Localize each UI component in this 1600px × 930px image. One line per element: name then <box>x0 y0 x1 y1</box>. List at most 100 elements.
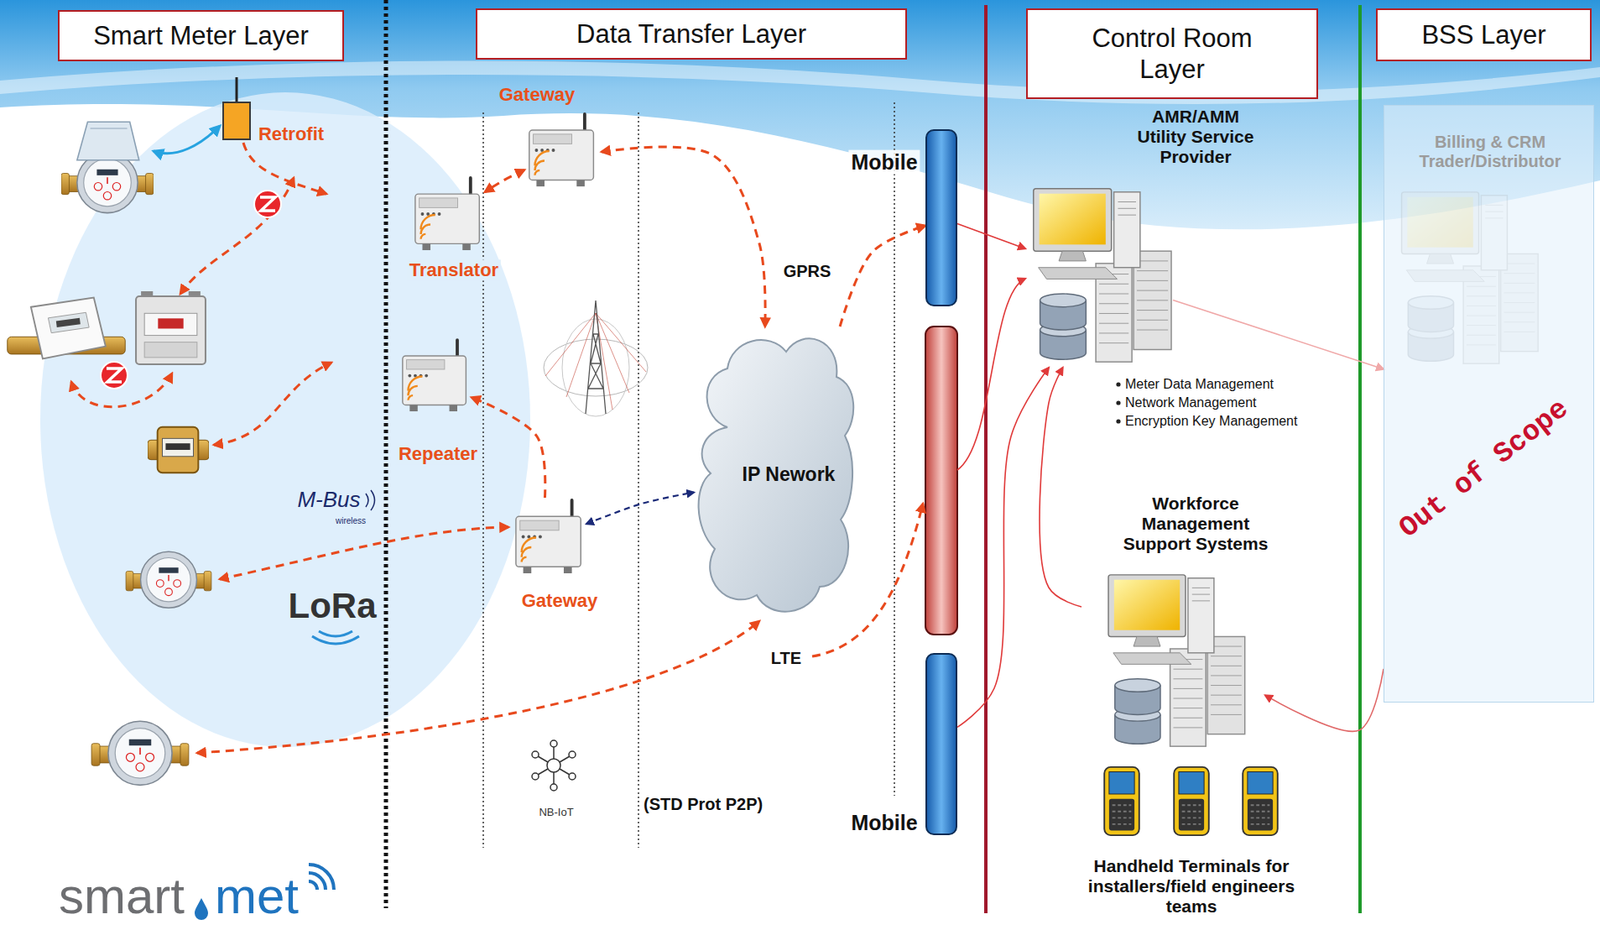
layer-divider <box>893 102 896 796</box>
cell-tower <box>543 338 648 397</box>
device-picture <box>415 177 480 251</box>
bullet-item: Meter Data Management <box>1125 376 1274 392</box>
logo-graphic <box>194 897 209 920</box>
nb-iot-icon <box>568 772 576 780</box>
layer-divider <box>384 0 389 908</box>
bullet-item: Encryption Key Management <box>1125 413 1298 429</box>
handheld-terminal <box>1242 766 1278 835</box>
nb-iot-icon <box>531 750 539 758</box>
device-label: Gateway <box>521 589 599 611</box>
link-label: LTE <box>768 648 804 668</box>
link-label: GPRS <box>781 261 834 282</box>
system-title: Handheld Terminals for installers/field … <box>1073 855 1309 917</box>
radio-link <box>71 125 1026 753</box>
meter-picture <box>91 720 189 785</box>
nb-iot-icon <box>547 758 561 772</box>
device-picture <box>515 500 581 574</box>
zigbee-logo <box>100 190 282 389</box>
bullet-dot <box>1115 381 1121 386</box>
ip-cloud: IP Nework <box>693 326 857 623</box>
panel-title: Billing & CRM Trader/Distributor <box>1406 132 1574 172</box>
connector <box>471 396 546 498</box>
connector <box>1172 299 1384 369</box>
zigbee-logo <box>254 190 282 218</box>
layer-title: Control Room Layer <box>1082 22 1263 85</box>
computer-picture <box>1033 188 1172 362</box>
zigbee-logo <box>100 361 128 389</box>
cloud-outline <box>698 338 855 611</box>
nb-iot-icon <box>537 746 570 784</box>
connector <box>839 225 926 327</box>
layer-title: Data Transfer Layer <box>576 18 807 50</box>
system-title: AMR/AMM Utility Service Provider <box>1130 106 1262 167</box>
protocol-note: (STD Prot P2P) <box>641 794 766 814</box>
retrofit-module: Retrofit <box>222 101 251 141</box>
meter-picture <box>7 297 126 359</box>
radio-link <box>219 526 509 579</box>
zigbee-logo <box>106 368 122 382</box>
device-picture <box>402 114 595 574</box>
logo-graphic <box>308 864 334 890</box>
zigbee-logo <box>100 361 128 389</box>
logo-graphic <box>312 630 360 644</box>
bullet-dot <box>1115 381 1121 423</box>
layer-divider <box>637 112 640 848</box>
layer-title: Smart Meter Layer <box>93 20 309 52</box>
logo-text: M-Bus <box>297 487 360 513</box>
zigbee-logo <box>254 190 282 218</box>
bar-label: Mobile <box>848 150 920 175</box>
radio-link <box>153 125 220 154</box>
radio-bar <box>925 326 958 635</box>
cell-tower <box>543 300 648 417</box>
system-title: Workforce Management Support Systems <box>1115 493 1276 554</box>
radio-link <box>213 362 332 445</box>
connector <box>601 146 766 327</box>
cloud-label: IP Nework <box>742 463 836 485</box>
server-system: Workforce Management Support Systems <box>1081 571 1266 751</box>
meter-picture <box>61 121 154 213</box>
device-label: Repeater <box>396 442 480 464</box>
nb-iot-icon <box>568 750 576 758</box>
zigbee-logo <box>260 197 276 211</box>
repeater-device: Repeater <box>400 331 472 421</box>
meter-picture <box>147 427 209 474</box>
retrofit-antenna <box>235 77 239 102</box>
server-system: AMR/AMM Utility Service ProviderMeter Da… <box>1025 183 1173 368</box>
meter-picture <box>125 551 212 608</box>
bullet-dot <box>1115 400 1121 405</box>
radio-link <box>957 278 1026 470</box>
logo-graphic <box>194 489 376 920</box>
bar-label: Mobile <box>848 810 920 835</box>
layer-divider <box>385 0 1361 913</box>
computer-picture <box>1108 574 1246 746</box>
radio-link <box>180 177 294 294</box>
device-label: Gateway <box>499 83 576 105</box>
brand-logo: smart <box>58 870 185 922</box>
mobile-bar: Mobile <box>925 652 958 835</box>
device-picture <box>529 114 595 187</box>
radio-link <box>243 142 327 194</box>
logo-graphic <box>365 489 376 511</box>
meter-picture <box>135 291 206 365</box>
bullet-dot <box>1115 418 1121 423</box>
connector <box>957 367 1049 727</box>
layer-header: Control Room Layer <box>1026 8 1319 100</box>
radio-link <box>197 620 760 753</box>
layer-divider <box>1358 5 1362 913</box>
icon-caption: NB-IoT <box>538 806 574 819</box>
handheld-terminal <box>1104 766 1140 835</box>
nb-iot-icon <box>550 740 558 747</box>
layer-title: BSS Layer <box>1421 19 1546 51</box>
cell-tower <box>585 300 606 414</box>
connector <box>1265 668 1384 731</box>
device-label: Retrofit <box>258 123 324 145</box>
meter-region <box>40 92 531 747</box>
layer-divider <box>482 112 485 848</box>
connector <box>1039 367 1082 607</box>
layer-divider <box>984 5 988 913</box>
handheld-terminal <box>1104 766 1278 835</box>
cell-tower <box>545 312 647 410</box>
layer-header: BSS Layer <box>1375 8 1592 62</box>
layer-header: Smart Meter Layer <box>57 10 344 62</box>
